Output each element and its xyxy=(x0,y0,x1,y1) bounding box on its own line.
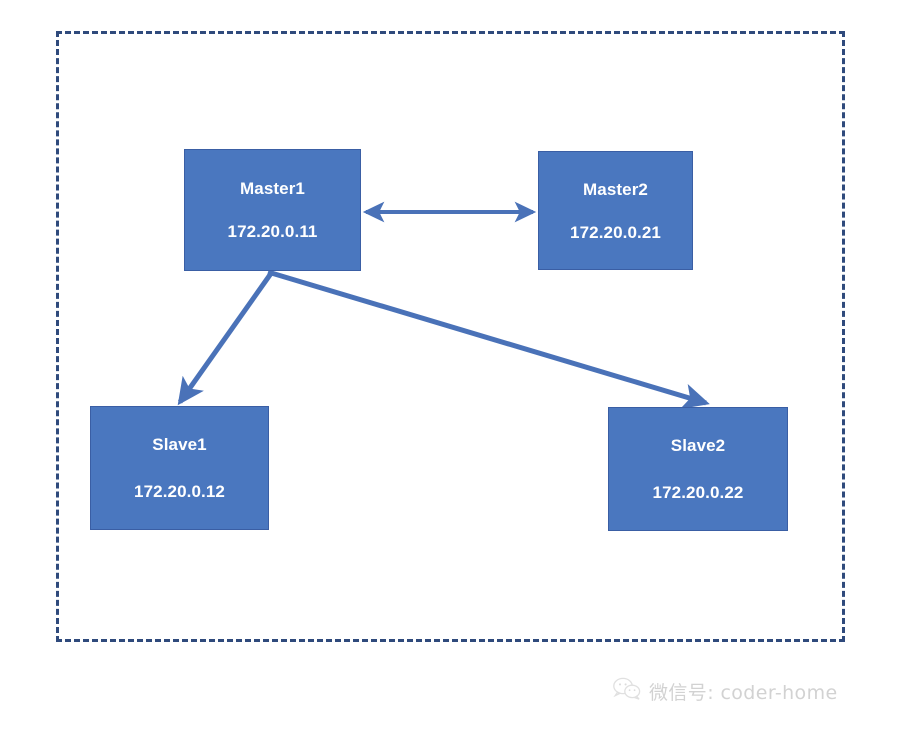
node-master2-ip: 172.20.0.21 xyxy=(570,222,661,242)
node-slave2[interactable]: Slave2 172.20.0.22 xyxy=(608,407,788,531)
node-master1[interactable]: Master1 172.20.0.11 xyxy=(184,149,361,271)
node-master2[interactable]: Master2 172.20.0.21 xyxy=(538,151,693,270)
node-slave1-title: Slave1 xyxy=(152,435,207,454)
wechat-icon xyxy=(612,676,642,707)
node-master1-title: Master1 xyxy=(240,179,305,198)
node-slave1-ip: 172.20.0.12 xyxy=(134,482,225,501)
node-slave2-ip: 172.20.0.22 xyxy=(652,483,744,502)
watermark: 微信号: coder-home xyxy=(612,676,838,707)
watermark-text: 微信号: coder-home xyxy=(649,682,838,704)
node-slave2-title: Slave2 xyxy=(670,436,726,455)
node-master1-ip: 172.20.0.11 xyxy=(227,222,318,241)
outer-dashed-boundary xyxy=(56,31,845,642)
node-master2-title: Master2 xyxy=(583,179,648,199)
node-slave1[interactable]: Slave1 172.20.0.12 xyxy=(90,406,269,530)
